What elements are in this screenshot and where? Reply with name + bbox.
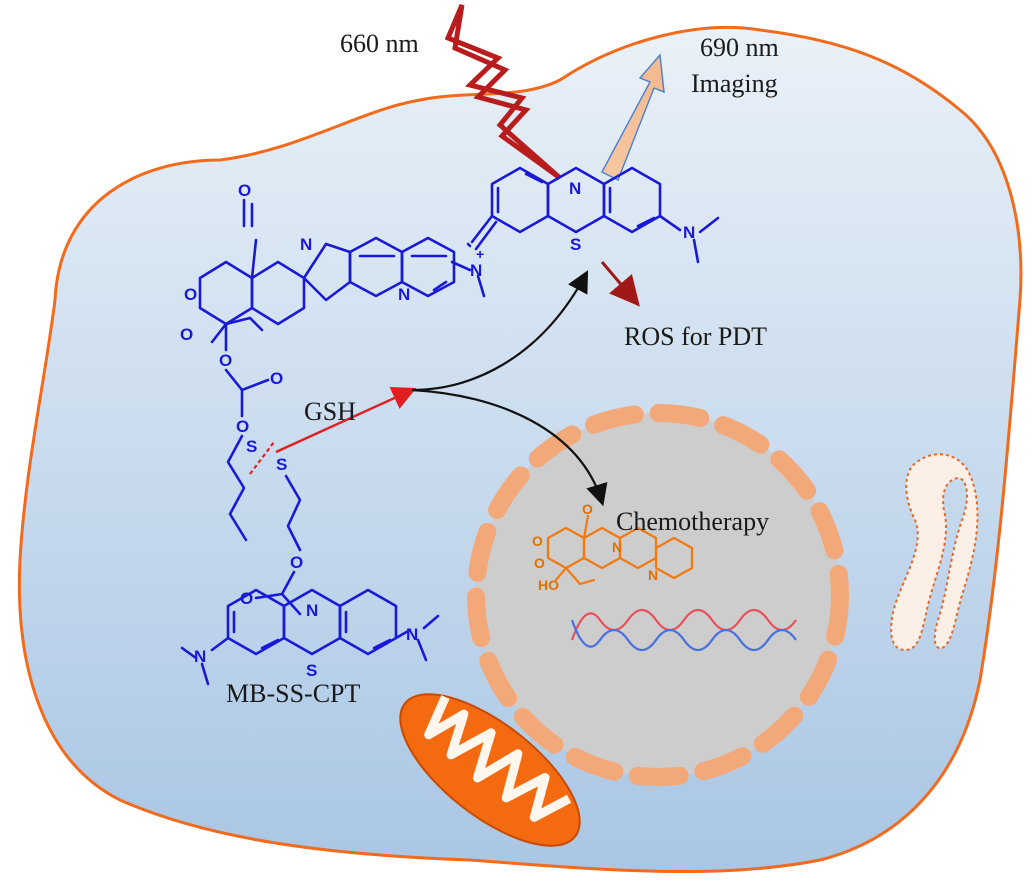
gsh-arrow [275,387,417,454]
atom-O-carbonate: O [270,369,283,388]
release-arrow-mb [411,270,589,392]
atom-N-ring: N [300,235,312,254]
prodrug-label: MB-SS-CPT [226,679,360,708]
atom-N-bridge: N [569,179,581,198]
emission-wavelength-label: 690 nm [700,33,779,62]
gsh-label: GSH [304,397,356,426]
atom-S-1: S [246,437,257,456]
emission-arrow-icon [601,53,665,181]
ros-arrow [600,261,640,307]
disulfide-linker: O O S S O O [224,368,303,616]
atom-N-quinoline: N [398,285,410,304]
atom-N-central: N [306,601,318,620]
atom-S-central: S [306,661,317,680]
atom-N-left: N [470,261,482,280]
mitochondrion-icon [399,693,581,847]
atom-O-chain: O [236,417,249,436]
dna-helix-icon [570,608,797,652]
atom-O-carbamate: O [290,553,303,572]
atom-S-bridge: S [570,235,581,254]
atom-O-released-top: O [582,501,593,517]
atom-O-released-ring: O [532,533,543,549]
atom-N-right: N [683,223,695,242]
atom-HO-released: HO [538,577,559,593]
excitation-label: 660 nm [340,29,419,58]
atom-N-released-ring: N [612,539,622,555]
endoplasmic-reticulum-icon [890,453,979,652]
atom-O-lactone-co: O [180,325,193,344]
nuclear-envelope [467,404,849,786]
atom-O-ester: O [219,351,232,370]
atom-O-lactone: O [184,285,197,304]
nucleus [467,404,849,786]
atom-S-2: S [276,455,287,474]
camptothecin-structure: O O O N N O [180,181,456,370]
atom-N-released-quinoline: N [648,567,658,583]
release-arrow-cpt [411,388,608,507]
release-label: Chemotherapy [616,507,769,536]
atom-O-released-co: O [534,555,545,571]
atom-N-right-amine: N [406,625,418,644]
atom-charge: + [476,246,484,262]
emission-use-label: Imaging [691,69,778,98]
ros-label: ROS for PDT [624,322,767,351]
methylene-blue-structure: N S N N + [450,166,720,298]
atom-N-left-amine: N [194,647,206,666]
leuco-methylene-blue-structure: N S N N [180,588,440,686]
released-camptothecin-structure: O O O N N HO [532,501,694,593]
atom-O-carbonyl-top: O [238,181,251,200]
